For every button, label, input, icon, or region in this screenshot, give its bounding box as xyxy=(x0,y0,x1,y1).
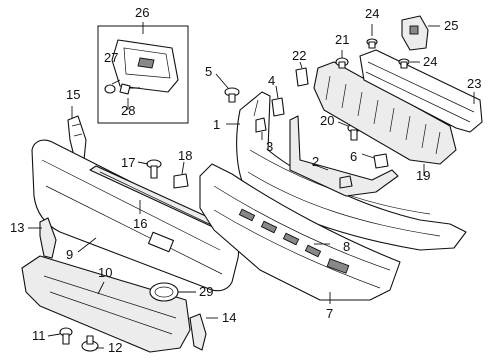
callout-14: 14 xyxy=(222,310,236,325)
bracket-nut xyxy=(104,84,116,94)
bracket-4 xyxy=(271,97,285,117)
callout-labels: 1 2 3 4 5 6 7 8 9 10 11 12 13 14 15 16 1… xyxy=(10,5,481,355)
callout-19: 19 xyxy=(416,168,430,183)
callout-21: 21 xyxy=(335,32,349,47)
pushpin-11 xyxy=(59,327,73,345)
side-bracket-left xyxy=(39,217,57,259)
callout-24-top: 24 xyxy=(365,6,379,21)
callout-26: 26 xyxy=(135,5,149,20)
callout-3: 3 xyxy=(266,139,273,154)
valance-slots xyxy=(238,208,350,274)
bolt-24-top xyxy=(366,38,378,49)
callout-15: 15 xyxy=(66,87,80,102)
clip-22 xyxy=(295,67,309,87)
callout-16: 16 xyxy=(133,216,147,231)
bolt-17 xyxy=(146,159,162,179)
fog-lamp-bezel xyxy=(149,282,179,302)
callout-10: 10 xyxy=(98,265,112,280)
pushpin-5 xyxy=(224,87,240,103)
screw-12 xyxy=(81,335,99,352)
callout-20: 20 xyxy=(320,113,334,128)
clip-18 xyxy=(173,173,189,189)
callout-6: 6 xyxy=(350,149,357,164)
callout-5: 5 xyxy=(205,64,212,79)
callout-18: 18 xyxy=(178,148,192,163)
callout-7: 7 xyxy=(326,306,333,321)
callout-22: 22 xyxy=(292,48,306,63)
callout-17: 17 xyxy=(121,155,135,170)
callout-1: 1 xyxy=(213,117,220,132)
callout-11: 11 xyxy=(32,328,46,343)
callout-27: 27 xyxy=(104,50,118,65)
bumper-beam xyxy=(359,49,483,133)
callout-2: 2 xyxy=(312,154,319,169)
callout-9: 9 xyxy=(66,247,73,262)
callout-4: 4 xyxy=(268,73,275,88)
clip-6 xyxy=(373,153,389,169)
upper-reinforcement xyxy=(289,115,399,197)
callout-28: 28 xyxy=(121,103,135,118)
license-bracket-inset xyxy=(97,22,189,124)
splash-shield xyxy=(21,255,191,353)
callout-25: 25 xyxy=(444,18,458,33)
callout-24-right: 24 xyxy=(423,54,437,69)
lower-valance xyxy=(199,163,401,301)
callout-13: 13 xyxy=(10,220,24,235)
bracket-screw xyxy=(119,83,131,95)
clip-3 xyxy=(255,117,267,133)
bolt-24-right xyxy=(398,58,410,69)
callout-23: 23 xyxy=(467,76,481,91)
callout-8: 8 xyxy=(343,239,350,254)
side-bracket-right xyxy=(189,313,207,351)
callout-12: 12 xyxy=(108,340,122,355)
absorber-ribs xyxy=(325,75,441,155)
callout-29: 29 xyxy=(199,284,213,299)
